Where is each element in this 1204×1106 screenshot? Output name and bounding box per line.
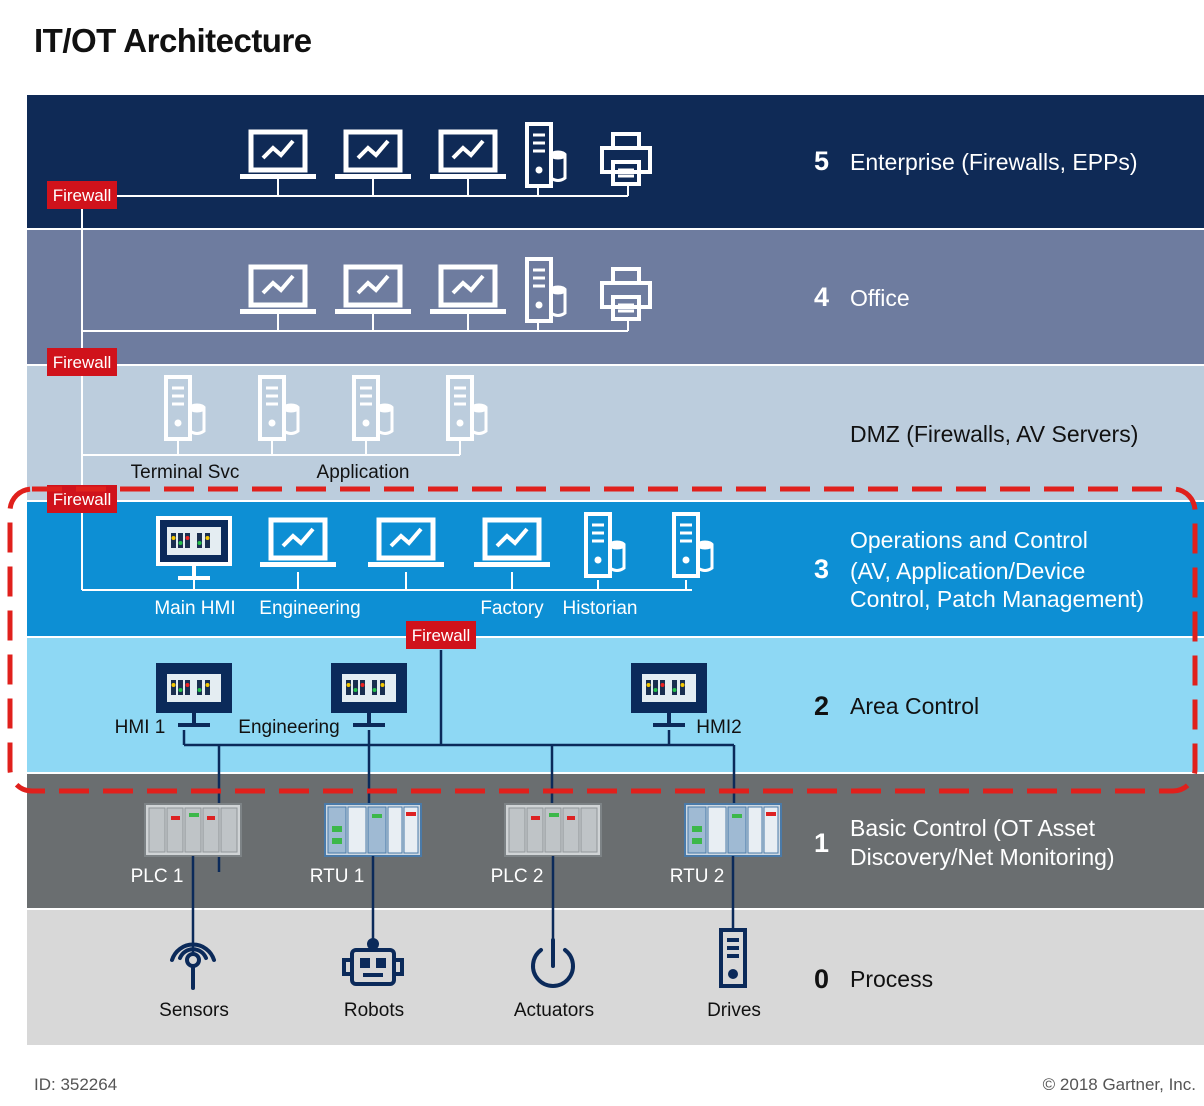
layer-number-1: 1 <box>814 828 829 858</box>
device-label-rtu1: RTU 1 <box>310 866 365 887</box>
operations-network-lines <box>82 572 692 591</box>
layer-band-process <box>27 910 1204 1045</box>
layer-label-basic-control-line1: Basic Control (OT Asset <box>850 815 1096 841</box>
layer-number-5: 5 <box>814 146 829 176</box>
device-label-hmi2: HMI2 <box>696 717 741 738</box>
layer-label-operations-line3: Control, Patch Management) <box>850 586 1144 612</box>
firewall-badge: Firewall <box>47 181 117 209</box>
plc1-icon <box>144 803 242 857</box>
layer-label-office: Office <box>850 285 910 311</box>
actuators-icon <box>531 938 575 988</box>
layer-label-enterprise: Enterprise (Firewalls, EPPs) <box>850 149 1138 175</box>
layer-label-operations-line1: Operations and Control <box>850 527 1088 553</box>
process-network-lines <box>191 856 735 955</box>
device-label-hmi1: HMI 1 <box>115 717 166 738</box>
area-network-lines <box>182 650 736 872</box>
layer-label-operations-line2: (AV, Application/Device <box>850 558 1085 584</box>
highlight-dashed-boundary <box>7 486 1198 794</box>
plc2-icon <box>504 803 602 857</box>
footer-copyright: © 2018 Gartner, Inc. <box>1042 1075 1196 1094</box>
firewall-label: Firewall <box>53 490 112 509</box>
device-label-plc1: PLC 1 <box>131 866 184 887</box>
firewall-label: Firewall <box>412 626 471 645</box>
sensors-icon <box>170 942 216 990</box>
layer-label-process: Process <box>850 966 933 992</box>
device-label-historian: Historian <box>563 598 638 619</box>
drives-icon <box>719 928 747 988</box>
enterprise-network-lines <box>82 178 629 197</box>
layer-label-area-control: Area Control <box>850 693 979 719</box>
footer-id: ID: 352264 <box>34 1075 118 1094</box>
device-label-ops-engineering: Engineering <box>259 598 360 619</box>
firewall-badge: Firewall <box>47 348 117 376</box>
device-label-actuators: Actuators <box>514 1000 594 1021</box>
layer-number-4: 4 <box>814 282 829 312</box>
diagram-title: IT/OT Architecture <box>34 22 312 59</box>
layer-band-dmz <box>27 366 1204 500</box>
robots-icon <box>342 938 404 986</box>
device-label-robots: Robots <box>344 1000 404 1021</box>
device-label-plc2: PLC 2 <box>491 866 544 887</box>
firewall-badge: Firewall <box>406 621 476 649</box>
firewall-label: Firewall <box>53 186 112 205</box>
layer-label-dmz: DMZ (Firewalls, AV Servers) <box>850 421 1138 447</box>
firewall-label: Firewall <box>53 353 112 372</box>
device-label-application: Application <box>317 462 410 483</box>
device-label-rtu2: RTU 2 <box>670 866 725 887</box>
device-label-main-hmi: Main HMI <box>154 598 235 619</box>
layer-label-basic-control-line2: Discovery/Net Monitoring) <box>850 844 1115 870</box>
device-label-drives: Drives <box>707 1000 761 1021</box>
device-label-factory: Factory <box>480 598 544 619</box>
device-label-terminal-svc: Terminal Svc <box>131 462 240 483</box>
layer-number-3: 3 <box>814 554 829 584</box>
layer-number-2: 2 <box>814 691 829 721</box>
rtu2-icon <box>684 803 782 857</box>
dmz-network-lines <box>82 440 461 456</box>
device-label-area-engineering: Engineering <box>238 717 339 738</box>
layer-number-0: 0 <box>814 964 829 994</box>
rtu1-icon <box>324 803 422 857</box>
device-label-sensors: Sensors <box>159 1000 229 1021</box>
